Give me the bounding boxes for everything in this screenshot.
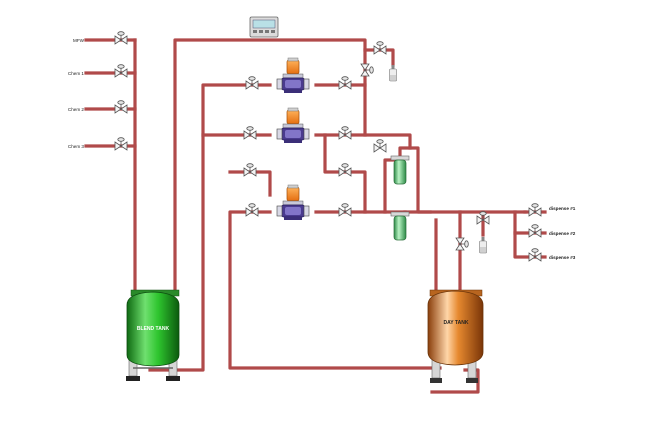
inlet-label-chem2: Chem 2 xyxy=(68,107,85,112)
valve-chem1-icon[interactable] xyxy=(114,64,128,78)
pipe-suction-pump3 xyxy=(228,170,272,197)
valve-pump3-suction-icon[interactable] xyxy=(245,203,259,217)
pipe-daytank-return-lower xyxy=(228,210,442,370)
valve-chem3-icon[interactable] xyxy=(114,137,128,151)
valve-mfw-icon[interactable] xyxy=(114,31,128,45)
dispense-label-3: dispense #3 xyxy=(549,255,576,260)
filter-1-icon xyxy=(390,155,410,185)
valve-pump2-discharge-icon[interactable] xyxy=(338,126,352,140)
valve-sample-top-icon[interactable] xyxy=(373,41,387,55)
pump-2-icon[interactable] xyxy=(276,107,310,144)
inlet-label-chem1: Chem 1 xyxy=(68,71,85,76)
inlet-label-chem3: Chem 3 xyxy=(68,144,85,149)
sample-bottle-top-icon xyxy=(389,64,397,82)
valve-dispense-1-icon[interactable] xyxy=(528,203,542,217)
day-tank: DAY TANK xyxy=(427,289,484,383)
valve-dispense-2-icon[interactable] xyxy=(528,224,542,238)
sample-bottle-bottom-icon xyxy=(479,236,487,254)
dispense-label-1: dispense #1 xyxy=(549,206,576,211)
filter-2-icon xyxy=(390,211,410,241)
valve-filter-inlet-icon[interactable] xyxy=(373,139,387,153)
dispense-label-2: dispense #2 xyxy=(549,231,576,236)
valve-daytank-inlet-icon[interactable] xyxy=(455,237,469,251)
valve-chem2-icon[interactable] xyxy=(114,100,128,114)
blend-tank: BLEND TANK xyxy=(126,289,180,381)
pipe-pump2-bypass xyxy=(323,133,367,214)
valve-pump1-discharge-icon[interactable] xyxy=(338,76,352,90)
pump-3-icon[interactable] xyxy=(276,184,310,221)
inlet-label-mfw: MFW xyxy=(73,38,85,43)
pipe-sample-top xyxy=(363,48,395,67)
valve-pump3-discharge-icon[interactable] xyxy=(338,203,352,217)
valve-pump2-bypass-icon[interactable] xyxy=(338,163,352,177)
valve-pump1-suction-icon[interactable] xyxy=(245,76,259,90)
pipe-pump2-discharge xyxy=(314,133,412,150)
valve-pump3-bypass-icon[interactable] xyxy=(243,163,257,177)
valve-dispense-3-icon[interactable] xyxy=(528,248,542,262)
valve-pump2-suction-icon[interactable] xyxy=(243,126,257,140)
blend-tank-label: BLEND TANK xyxy=(137,326,170,332)
valve-return-vertical-icon[interactable] xyxy=(360,63,374,77)
pipe-return-blend xyxy=(173,38,367,294)
day-tank-label: DAY TANK xyxy=(444,320,469,326)
controller-display xyxy=(249,16,279,38)
pump-1-icon[interactable] xyxy=(276,57,310,94)
